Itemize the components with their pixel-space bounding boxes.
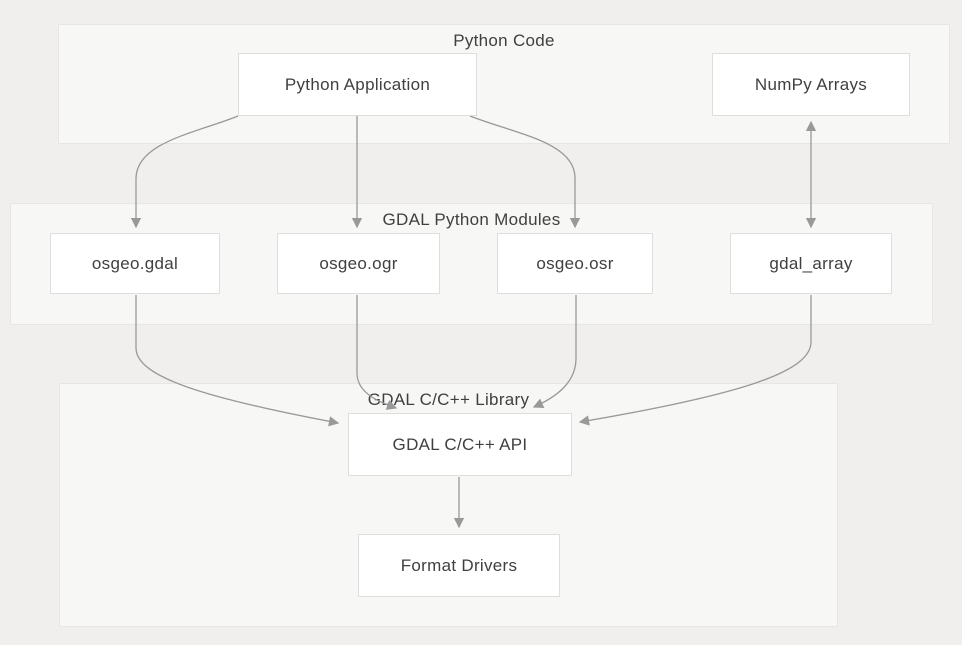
node-python-application: Python Application <box>238 53 477 116</box>
section-title-gdal-c-library: GDAL C/C++ Library <box>367 390 530 409</box>
node-osgeo-osr: osgeo.osr <box>497 233 653 294</box>
node-osgeo-ogr: osgeo.ogr <box>277 233 440 294</box>
node-gdal-cpp-api: GDAL C/C++ API <box>348 413 572 476</box>
node-format-drivers: Format Drivers <box>358 534 560 597</box>
node-osgeo-gdal: osgeo.gdal <box>50 233 220 294</box>
section-title-gdal-python-modules: GDAL Python Modules <box>382 210 561 229</box>
node-gdal-array: gdal_array <box>730 233 892 294</box>
section-title-python-code: Python Code <box>453 31 555 50</box>
node-numpy-arrays: NumPy Arrays <box>712 53 910 116</box>
